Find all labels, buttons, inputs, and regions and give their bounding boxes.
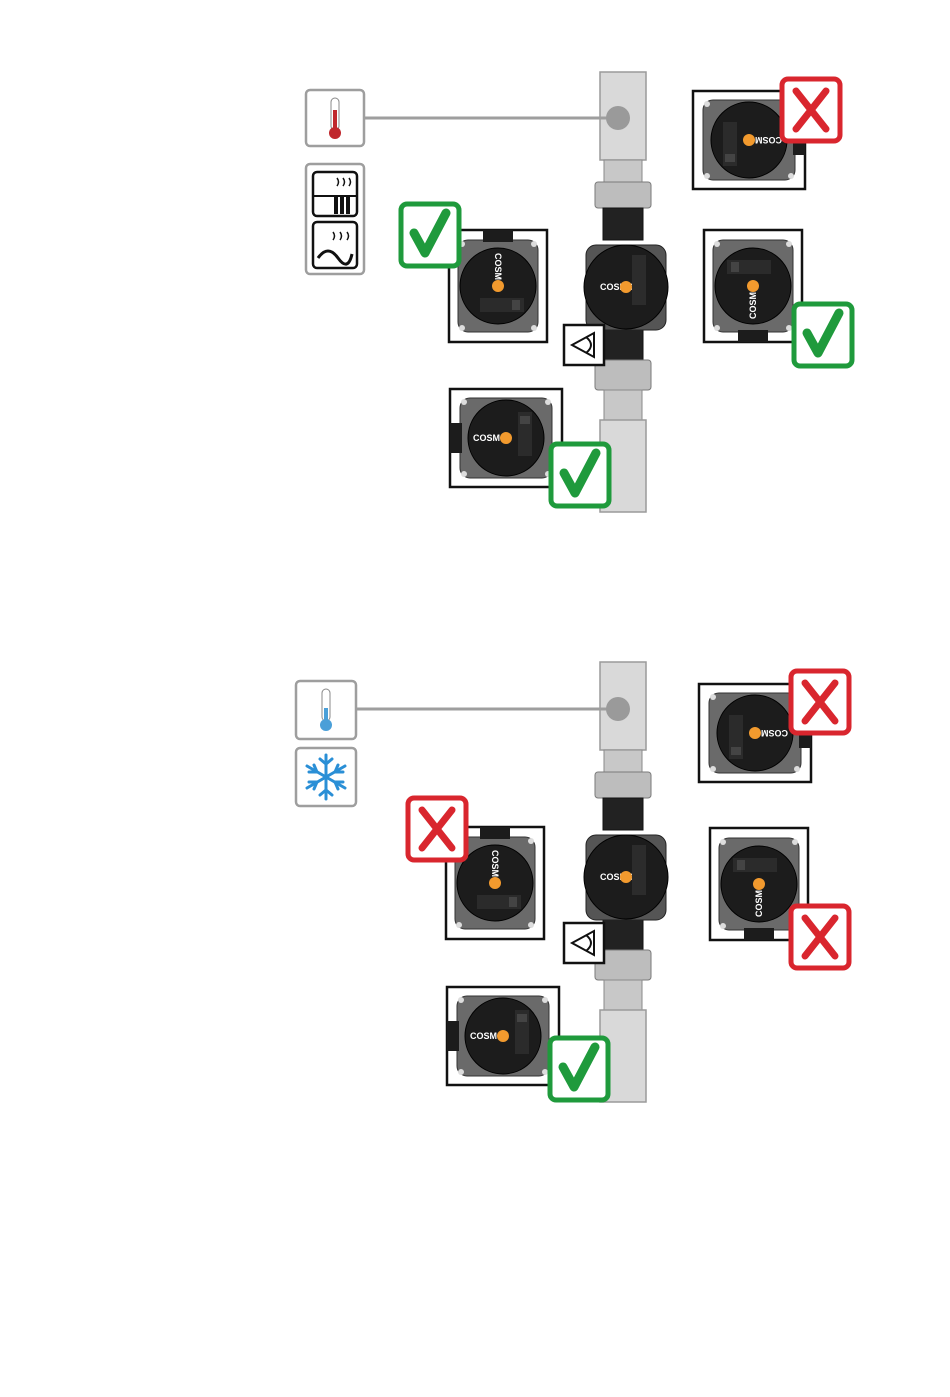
not-allowed-icon <box>408 798 466 860</box>
not-allowed-icon <box>791 906 849 968</box>
not-allowed-icon <box>782 79 840 141</box>
panel-heating <box>303 70 852 515</box>
orientation-left <box>408 798 544 939</box>
orientation-top-right <box>699 671 849 782</box>
orientation-right <box>710 828 849 968</box>
allowed-icon <box>794 304 852 366</box>
radiator-icon <box>306 164 364 274</box>
thermometer-cold-icon <box>296 681 356 739</box>
sensor-point <box>606 106 630 130</box>
orientation-bottom <box>447 987 608 1100</box>
allowed-icon <box>551 444 609 506</box>
view-direction-icon <box>564 325 604 365</box>
not-allowed-icon <box>791 671 849 733</box>
sensor-point <box>606 697 630 721</box>
panel-cooling <box>296 662 849 1102</box>
thermometer-warm-icon <box>306 90 364 146</box>
snowflake-icon <box>296 748 356 806</box>
view-direction-icon <box>564 923 604 963</box>
allowed-icon <box>401 204 459 266</box>
allowed-icon <box>550 1038 608 1100</box>
